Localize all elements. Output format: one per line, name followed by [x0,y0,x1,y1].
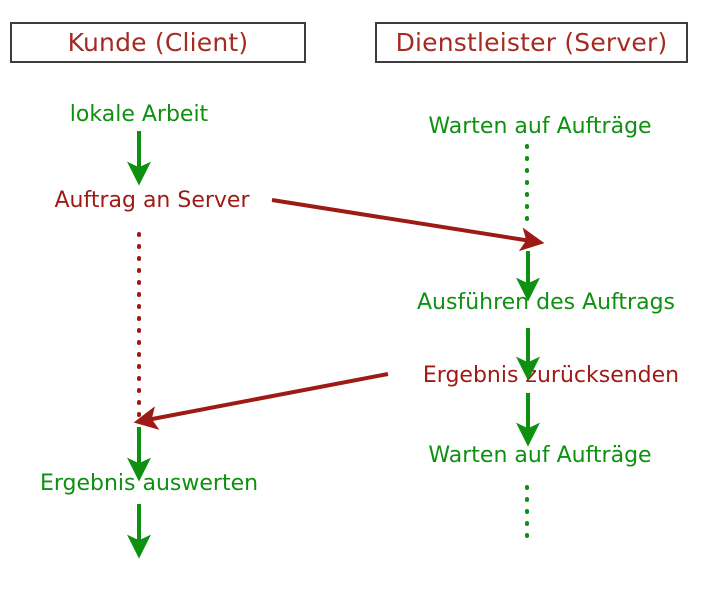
message-request-client-to-server [271,198,545,252]
message-response-server-to-client [133,372,389,430]
server-step-warten-auf-auftraege-2: Warten auf Aufträge [428,443,652,468]
server-step-ergebnis-zuruecksenden: Ergebnis zurücksenden [422,363,680,388]
server-step-ausfuehren-des-auftrags: Ausführen des Auftrags [416,290,676,315]
lane-header-client-label: Kunde (Client) [67,28,249,57]
lane-header-client: Kunde (Client) [10,22,306,63]
lane-header-server-label: Dienstleister (Server) [395,28,668,57]
server-step-warten-auf-auftraege-1: Warten auf Aufträge [428,114,652,139]
client-step-ergebnis-auswerten: Ergebnis auswerten [39,471,259,496]
lane-header-server: Dienstleister (Server) [375,22,688,63]
client-step-auftrag-an-server: Auftrag an Server [54,188,250,213]
client-step-lokale-arbeit: lokale Arbeit [69,102,209,127]
